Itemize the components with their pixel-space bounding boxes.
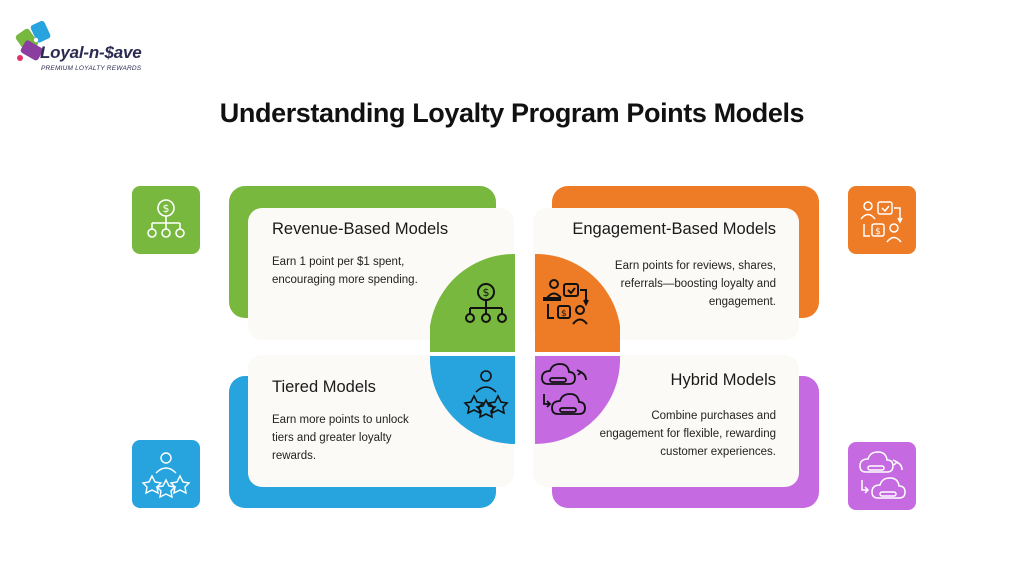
person-stars-icon [141, 452, 191, 499]
hybrid-description: Combine purchases and engagement for fle… [599, 410, 776, 458]
page-title: Understanding Loyalty Program Points Mod… [219, 98, 805, 128]
money-hierarchy-icon: $ [147, 199, 185, 238]
pie-quadrant-engagement [535, 253, 622, 352]
cloud-sync-icon [859, 451, 906, 499]
tag-logo-icon [15, 20, 51, 61]
engagement-description: Earn points for reviews, shares, referra… [614, 260, 776, 308]
tiered-title: Tiered Models [272, 378, 376, 396]
people-exchange-icon: $ [860, 201, 903, 243]
revenue-title: Revenue-Based Models [272, 220, 449, 238]
money-hierarchy-icon: $ [465, 283, 507, 323]
person-stars-icon [463, 370, 509, 419]
hybrid-side-badge [848, 442, 916, 510]
tiered-side-badge [132, 440, 200, 508]
brand-name: Loyal-n-$ave [40, 43, 142, 62]
brand-tagline: PREMIUM LOYALTY REWARDS [41, 65, 142, 72]
cloud-sync-icon [541, 363, 587, 415]
revenue-side-badge: $ [132, 186, 200, 254]
brand-logo [14, 18, 174, 78]
pie-quadrant-revenue [428, 253, 515, 352]
center-pie: $ $ [428, 253, 622, 444]
svg-text:$: $ [561, 309, 567, 319]
tiered-description: Earn more points to unlock tiers and gre… [272, 414, 409, 462]
pie-quadrant-hybrid [535, 356, 621, 444]
engagement-side-badge: $ [848, 186, 916, 254]
people-exchange-icon: $ [543, 279, 589, 325]
engagement-title: Engagement-Based Models [572, 220, 776, 238]
svg-text:$: $ [483, 286, 490, 299]
revenue-description: Earn 1 point per $1 spent, encouraging m… [272, 256, 418, 286]
svg-text:$: $ [875, 227, 881, 237]
svg-text:$: $ [163, 202, 170, 215]
hybrid-title: Hybrid Models [670, 371, 776, 389]
